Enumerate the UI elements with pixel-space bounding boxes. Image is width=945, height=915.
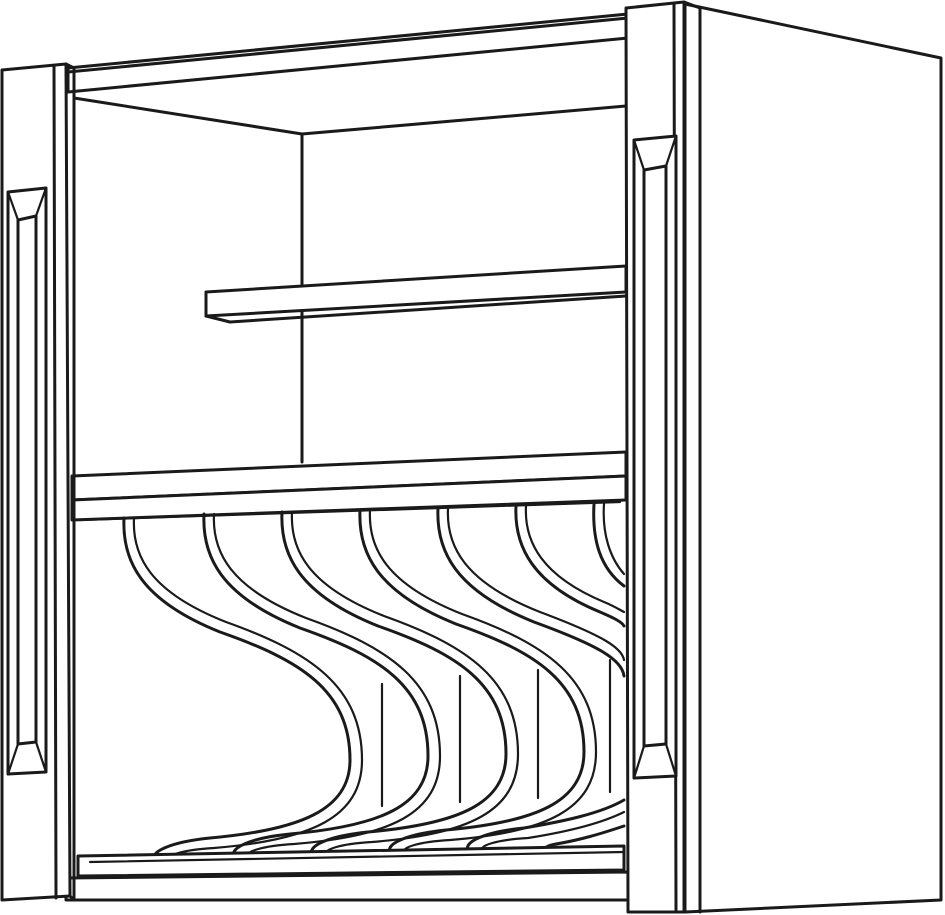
- dish-rack-wires: [122, 502, 626, 862]
- rack-wire-1: [122, 516, 364, 862]
- bottom-rail: [64, 870, 630, 902]
- rack-wire-4: [358, 508, 598, 854]
- right-frame-post: [624, 0, 702, 914]
- rack-wire-5: [436, 506, 626, 852]
- left-frame-post: [0, 62, 76, 902]
- middle-rail: [70, 450, 628, 522]
- rack-wire-2: [202, 512, 442, 858]
- right-side-panel: [683, 2, 943, 914]
- left-recessed-panel: [6, 186, 48, 776]
- top-rail: [66, 12, 630, 94]
- right-recessed-panel: [632, 134, 678, 780]
- upper-shelf: [204, 264, 628, 324]
- rack-wire-7: [592, 502, 626, 588]
- rack-tray: [76, 844, 626, 878]
- rack-uprights: [380, 658, 612, 808]
- rack-wire-3: [280, 510, 520, 856]
